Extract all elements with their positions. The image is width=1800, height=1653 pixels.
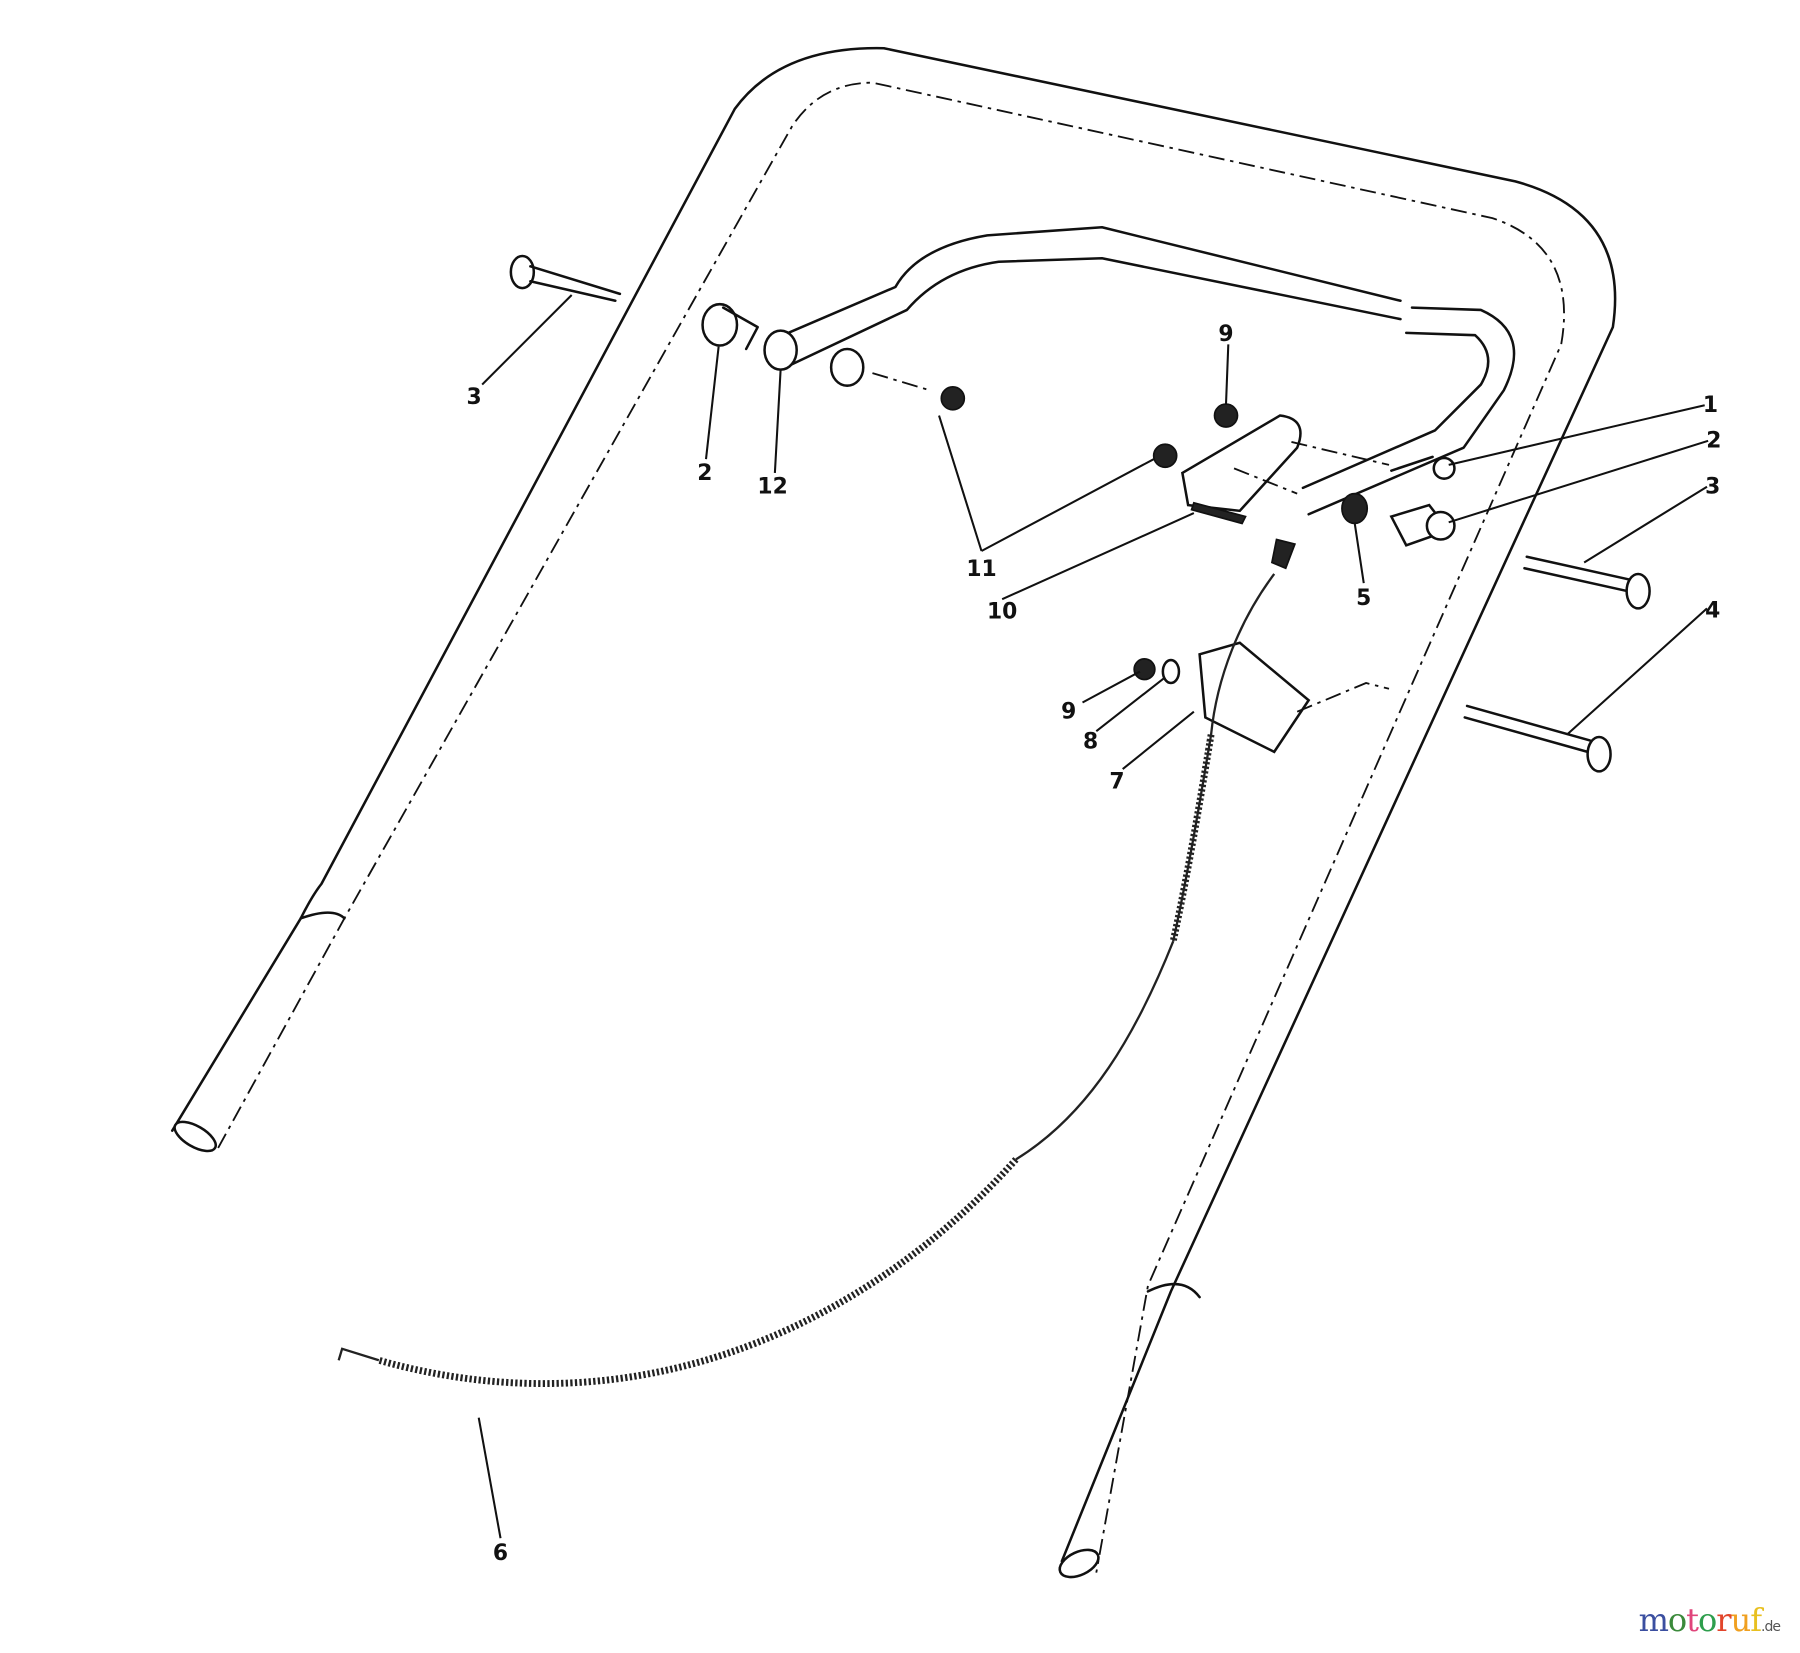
watermark-letter: f <box>1750 1601 1762 1639</box>
callout-10: 10 <box>987 600 1017 625</box>
watermark-letter: m <box>1638 1601 1669 1639</box>
callout-6: 6 <box>493 1541 508 1566</box>
watermark-letter: r <box>1716 1601 1731 1639</box>
callout-8: 8 <box>1083 729 1098 754</box>
callout-9-lower: 9 <box>1061 700 1076 725</box>
watermark-logo: motoruf.de <box>1638 1601 1781 1639</box>
callout-2-left: 2 <box>697 461 712 486</box>
callout-3-left: 3 <box>467 385 482 410</box>
watermark-letter: t <box>1686 1601 1699 1639</box>
throttle-cable <box>337 573 1276 1388</box>
callout-7: 7 <box>1109 770 1124 795</box>
callout-1: 1 <box>1703 393 1718 418</box>
callout-5: 5 <box>1356 586 1371 611</box>
hardware <box>509 254 1651 773</box>
watermark-letter: o <box>1698 1601 1717 1639</box>
callout-3-right: 3 <box>1705 475 1720 500</box>
callout-11: 11 <box>966 557 996 582</box>
lever-bail <box>763 226 1516 516</box>
callout-4: 4 <box>1705 599 1720 624</box>
leader-lines <box>477 294 1709 1539</box>
watermark-letter: o <box>1667 1601 1687 1639</box>
watermark-brand: motoruf <box>1638 1601 1762 1639</box>
callout-2-right: 2 <box>1706 429 1721 454</box>
watermark-tld: .de <box>1761 1619 1781 1635</box>
callout-labels: 3 2 12 9 11 10 1 2 3 5 4 9 8 7 6 <box>467 322 1722 1566</box>
callout-12: 12 <box>757 475 787 500</box>
handle-tube <box>170 46 1617 1579</box>
callout-9-top: 9 <box>1218 322 1233 347</box>
watermark-letter: u <box>1730 1601 1752 1639</box>
